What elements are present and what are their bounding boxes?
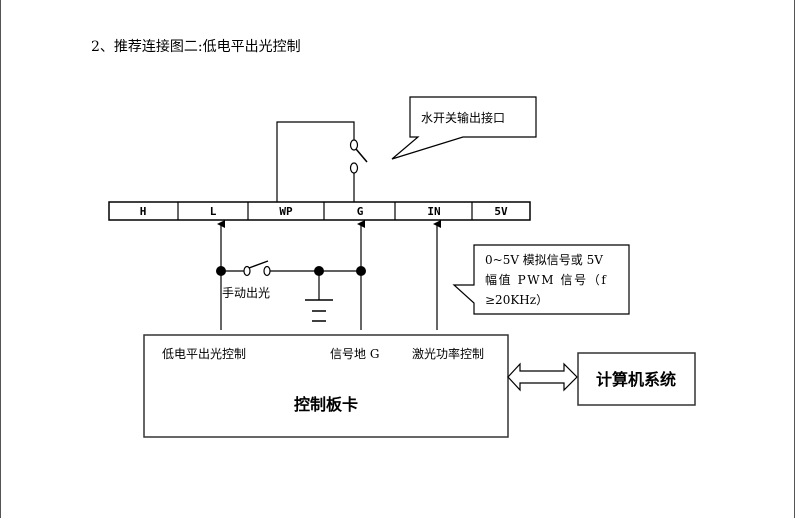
callout-signal-spec: 0~5V 模拟信号或 5V 幅值 PWM 信号（f ≥20KHz） <box>452 244 630 315</box>
callout-bubble <box>452 244 630 315</box>
terminal-5v: 5V <box>494 205 508 218</box>
junction-dot <box>216 266 226 276</box>
terminal-l: L <box>210 205 217 218</box>
manual-contact-left <box>243 265 251 277</box>
section-heading: 2、推荐连接图二:低电平出光控制 <box>91 39 301 55</box>
port-laser-power-label: 激光功率控制 <box>412 346 484 361</box>
water-switch-circuit <box>276 121 368 202</box>
signal-spec-line-3: ≥20KHz） <box>485 293 548 307</box>
manual-switch-label: 手动出光 <box>222 286 270 300</box>
control-board: 低电平出光控制 信号地 G 激光功率控制 控制板卡 <box>143 334 509 438</box>
terminal-strip-frame <box>108 201 531 221</box>
manual-switch-blade <box>248 260 269 269</box>
water-switch-label: 水开关输出接口 <box>421 110 505 125</box>
manual-contact-right <box>263 265 271 277</box>
computer-system-label: 计算机系统 <box>596 370 676 389</box>
callout-bubble <box>391 96 537 160</box>
page-border-left <box>0 0 1 518</box>
terminal-wp: WP <box>279 205 293 218</box>
manual-switch-circuit: 手动出光 <box>216 260 366 322</box>
control-board-title: 控制板卡 <box>294 395 358 414</box>
port-signal-ground-label: 信号地 G <box>330 347 379 361</box>
switch-contact-top <box>349 139 359 151</box>
callout-water-switch: 水开关输出接口 <box>391 96 537 160</box>
terminal-in: IN <box>427 205 440 218</box>
computer-system-frame <box>577 352 696 406</box>
terminal-strip: H L WP G IN 5V <box>108 201 531 221</box>
switch-contact-bottom <box>349 162 359 174</box>
computer-system: 计算机系统 <box>577 352 696 406</box>
signal-spec-line-1: 0~5V 模拟信号或 5V <box>485 253 603 267</box>
terminal-h: H <box>140 205 147 218</box>
control-board-frame <box>143 334 509 438</box>
bidirectional-arrow-icon <box>507 362 578 392</box>
wp-wire <box>276 121 355 202</box>
junction-dot <box>356 266 366 276</box>
signal-spec-line-2: 幅值 PWM 信号（f <box>485 272 607 287</box>
port-low-level-label: 低电平出光控制 <box>162 347 246 361</box>
switch-blade <box>355 148 368 163</box>
terminal-g: G <box>357 205 364 218</box>
